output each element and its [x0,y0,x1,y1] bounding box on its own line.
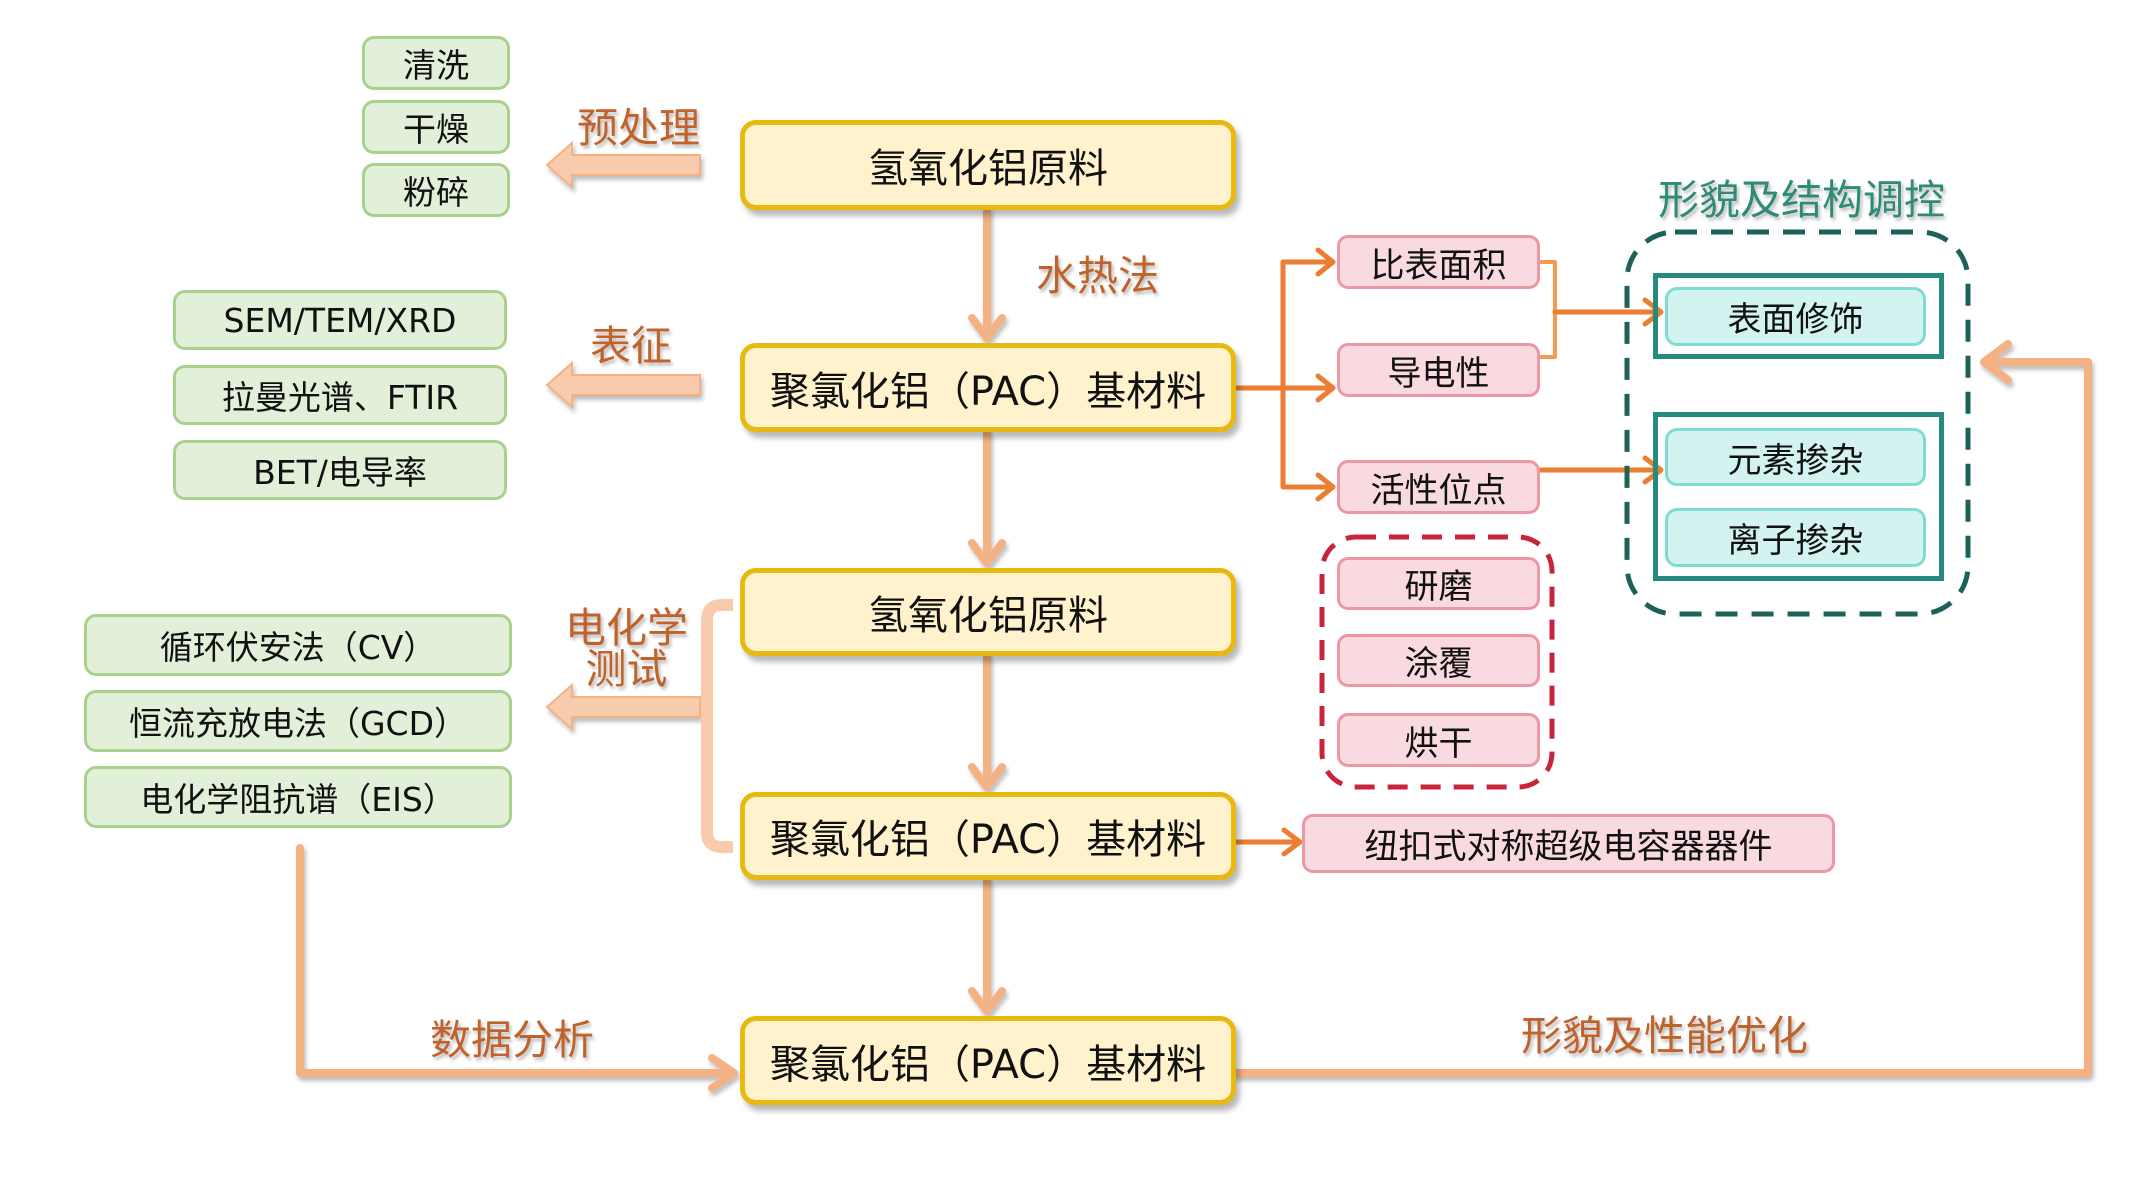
bracket-props-to-surface [1538,260,1557,359]
label-electrochemical-line1: 电化学 [565,604,688,652]
electrochemical-test-item: 电化学阻抗谱（EIS） [84,766,512,828]
pretreatment-item: 干燥 [362,100,510,154]
arrowhead-box4 [968,763,1006,791]
label-hydrothermal: 水热法 [1036,252,1159,300]
pretreatment-item: 清洗 [362,36,510,90]
arrow-data-analysis [296,844,736,1077]
characterization-item: BET/电导率 [173,440,507,500]
tuning-item-surface-modification: 表面修饰 [1665,287,1926,346]
label-feedback-optimization: 形貌及性能优化 [1521,1012,1808,1060]
electrochemical-test-item: 恒流充放电法（GCD） [84,690,512,752]
electrochemical-test-item: 循环伏安法（CV） [84,614,512,676]
label-electrochemical-test: 电化学 测试 [565,608,688,690]
arrow-characterization [545,360,701,410]
tuning-group-dashed-outline [1624,229,1971,617]
arrowhead-feedback [1980,340,2012,384]
electrode-prep-item: 研磨 [1337,557,1540,610]
arrow-pretreatment [545,140,701,190]
arrowhead-conductivity [1315,373,1336,403]
arrowhead-box2 [968,314,1006,342]
tuning-item-ion-doping: 离子掺杂 [1665,508,1926,567]
main-step-aluminum-hydroxide-raw: 氢氧化铝原料 [740,568,1236,656]
label-pretreatment: 预处理 [577,104,700,152]
property-item-conductivity: 导电性 [1337,343,1540,397]
main-step-pac-material: 聚氯化铝（PAC）基材料 [740,792,1236,880]
bracket-electrochemical [701,599,733,853]
label-electrochemical-line2: 测试 [585,645,668,693]
arrowhead-data-analysis [708,1054,738,1092]
tuning-item-element-doping: 元素掺杂 [1665,428,1926,486]
pretreatment-item: 粉碎 [362,163,510,217]
arrowhead-surface-modification [1642,297,1664,327]
electrode-prep-item: 烘干 [1337,713,1540,767]
characterization-item: SEM/TEM/XRD [173,290,507,350]
arrowhead-specific-surface [1315,247,1336,277]
branch-trunk [1280,259,1333,490]
arrowhead-box5 [968,987,1006,1015]
electrode-prep-dashed-outline [1319,534,1555,790]
doping-frame [1653,412,1944,581]
main-step-pac-material: 聚氯化铝（PAC）基材料 [740,1016,1236,1105]
arrow-feedback-loop [1232,358,2092,1077]
tuning-group-title: 形貌及结构调控 [1658,176,1945,224]
label-data-analysis: 数据分析 [430,1016,594,1064]
arrowhead-doping [1642,455,1664,485]
surface-modification-frame [1653,273,1944,359]
label-characterization: 表征 [590,322,672,370]
arrow-electrochemical-test [545,682,701,732]
electrode-prep-item: 涂覆 [1337,634,1540,687]
arrowhead-active-sites [1315,472,1336,502]
main-step-aluminum-hydroxide-raw: 氢氧化铝原料 [740,120,1236,210]
characterization-item: 拉曼光谱、FTIR [173,365,507,425]
property-item-active-sites: 活性位点 [1337,460,1540,514]
arrowhead-device [1281,827,1303,857]
arrowhead-box3 [968,539,1006,567]
main-step-pac-material: 聚氯化铝（PAC）基材料 [740,343,1236,432]
property-item-specific-surface-area: 比表面积 [1337,235,1540,289]
device-coin-cell-supercapacitor: 纽扣式对称超级电容器器件 [1302,814,1835,873]
